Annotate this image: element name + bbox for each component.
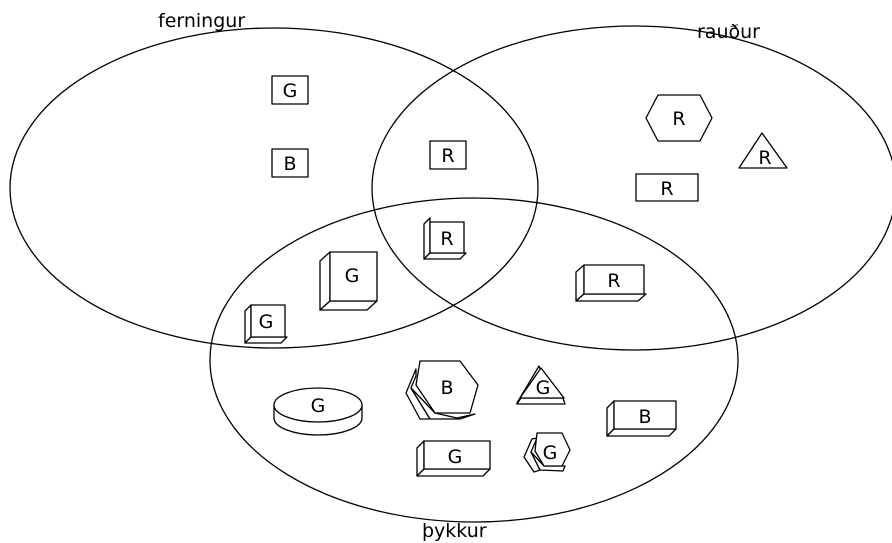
svg-text:G: G	[345, 265, 360, 287]
set-thykkur-ellipse	[209, 197, 739, 523]
svg-text:R: R	[607, 270, 620, 292]
set-ferningur-ellipse	[9, 27, 539, 349]
svg-text:R: R	[440, 228, 453, 250]
set-label-ferningur: ferningur	[158, 10, 245, 32]
svg-text:G: G	[536, 377, 551, 399]
shape-thick-hexagon-g: G	[523, 432, 571, 473]
shape-thick-rectangle-g: G	[416, 440, 491, 477]
shape-thick-circle-g: G	[273, 387, 363, 436]
shape-thick-triangle-g: G	[516, 365, 566, 405]
shape-thick-square-g-small: G	[244, 304, 288, 344]
shape-thick-rectangle-b: B	[606, 400, 677, 437]
shape-thin-square-g: G	[271, 75, 309, 105]
svg-text:G: G	[259, 311, 274, 333]
shape-thin-square-r: R	[429, 140, 467, 170]
shape-thick-square-r: R	[423, 217, 467, 260]
svg-text:G: G	[448, 446, 463, 468]
svg-text:B: B	[283, 153, 296, 175]
svg-text:R: R	[441, 145, 454, 167]
svg-text:G: G	[543, 442, 558, 464]
shape-thick-rectangle-r: R	[575, 264, 647, 302]
shape-thin-triangle-r: R	[738, 132, 788, 169]
shape-thick-square-g-large: G	[319, 251, 378, 311]
svg-text:R: R	[672, 108, 685, 130]
shape-thin-hexagon-r: R	[645, 94, 713, 142]
shape-thin-rectangle-r: R	[635, 173, 699, 202]
svg-text:G: G	[311, 395, 326, 417]
svg-text:G: G	[283, 80, 298, 102]
shape-thick-hexagon-b: B	[405, 360, 479, 420]
set-raudur-ellipse	[371, 25, 892, 351]
set-label-raudur: rauður	[697, 21, 760, 43]
svg-text:R: R	[660, 178, 673, 200]
set-label-thykkur: þykkur	[422, 520, 487, 542]
svg-text:R: R	[758, 147, 771, 169]
shape-thin-square-b: B	[271, 148, 309, 178]
svg-text:B: B	[440, 377, 453, 399]
svg-text:B: B	[638, 406, 651, 428]
